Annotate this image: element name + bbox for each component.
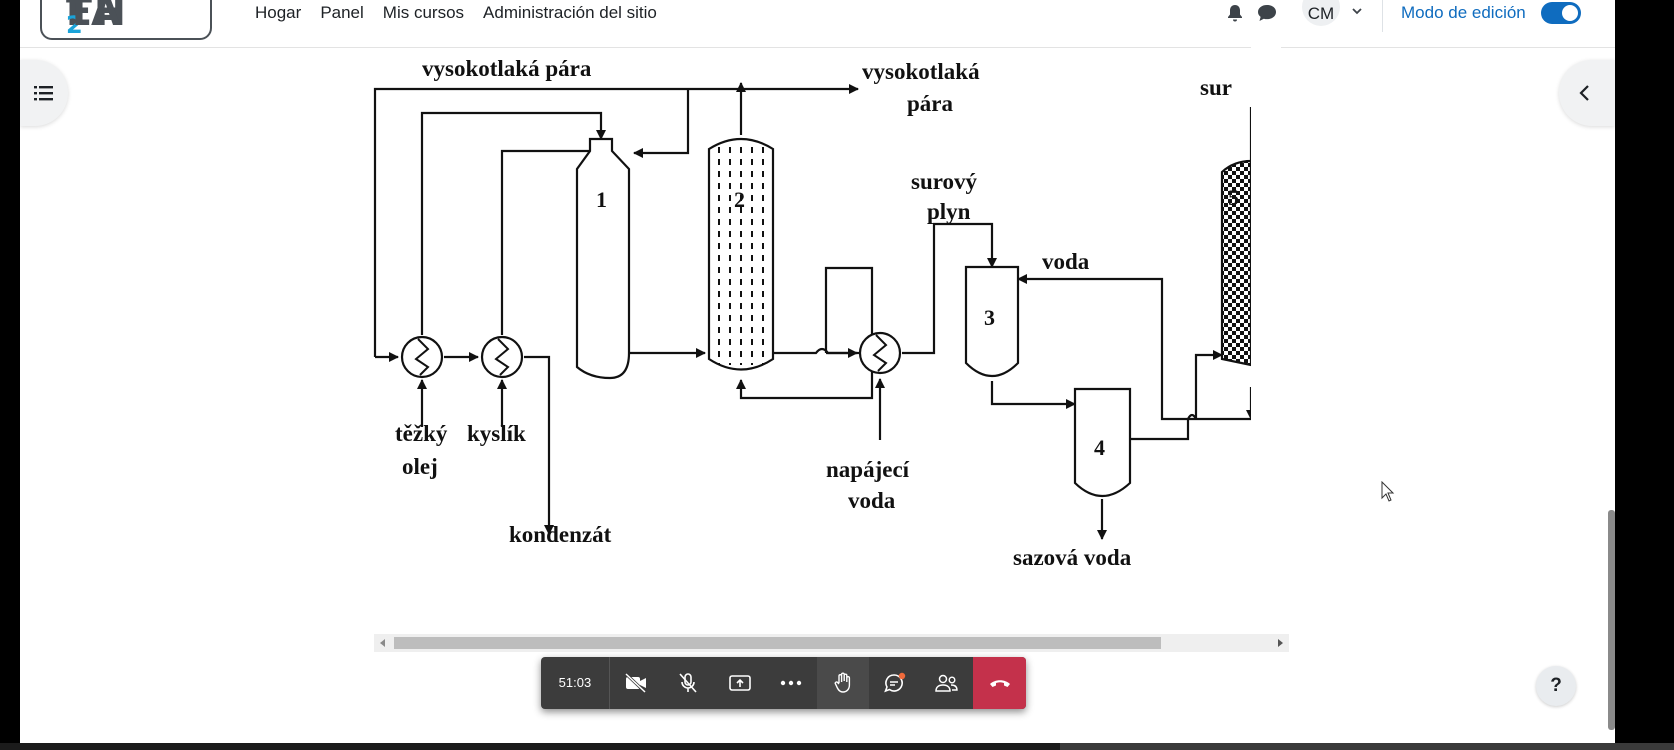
mic-off-icon bbox=[679, 673, 697, 693]
svg-text:pára: pára bbox=[907, 91, 954, 116]
vertical-scrollbar[interactable] bbox=[1608, 510, 1615, 730]
share-screen-button[interactable] bbox=[714, 657, 766, 709]
taskbar-segment bbox=[1060, 743, 1674, 750]
svg-text:kondenzát: kondenzát bbox=[509, 522, 612, 547]
raise-hand-icon bbox=[834, 672, 851, 693]
nav-link-dashboard[interactable]: Panel bbox=[320, 3, 364, 22]
block-drawer-toggle[interactable] bbox=[1559, 60, 1615, 126]
edit-mode-toggle[interactable] bbox=[1541, 2, 1581, 24]
chevron-left-icon bbox=[1579, 85, 1589, 101]
raise-hand-button[interactable] bbox=[817, 657, 870, 709]
svg-text:vysokotlaká pára: vysokotlaká pára bbox=[422, 56, 592, 81]
bell-icon[interactable] bbox=[1225, 3, 1245, 23]
svg-text:voda: voda bbox=[848, 488, 896, 513]
scrollbar-thumb[interactable] bbox=[394, 637, 1161, 649]
camera-toggle-button[interactable] bbox=[610, 657, 662, 709]
exchanger-coils bbox=[414, 334, 888, 376]
svg-text:5: 5 bbox=[1228, 185, 1239, 210]
camera-off-icon bbox=[624, 673, 646, 693]
column-2 bbox=[707, 138, 775, 371]
participants-icon bbox=[935, 674, 958, 692]
column-2-packing bbox=[718, 147, 764, 365]
svg-text:surový: surový bbox=[911, 169, 978, 194]
os-taskbar bbox=[0, 743, 1674, 750]
edit-mode-label: Modo de edición bbox=[1401, 3, 1526, 22]
diagram-text: vysokotlaká pára vysokotlaká pára surový… bbox=[395, 56, 1239, 570]
nav-link-site-admin[interactable]: Administración del sitio bbox=[483, 3, 657, 22]
heat-exchanger-a bbox=[400, 335, 444, 379]
svg-text:sur: sur bbox=[1200, 75, 1232, 100]
diagram-lines bbox=[373, 82, 1256, 540]
diagram-equipment bbox=[400, 137, 1253, 497]
nav-divider bbox=[1382, 0, 1383, 32]
call-timer: 51:03 bbox=[541, 657, 610, 709]
user-avatar[interactable]: CM bbox=[1302, 0, 1340, 26]
svg-text:těžký: těžký bbox=[395, 421, 448, 446]
svg-text:napájecí: napájecí bbox=[826, 457, 910, 482]
hang-up-icon bbox=[989, 680, 1010, 687]
svg-text:3: 3 bbox=[984, 305, 995, 330]
more-options-button[interactable] bbox=[766, 657, 818, 709]
list-icon bbox=[34, 86, 53, 101]
vessel-4 bbox=[1073, 387, 1132, 497]
chat-button[interactable] bbox=[869, 657, 921, 709]
nav-link-my-courses[interactable]: Mis cursos bbox=[382, 3, 465, 22]
vessel-3 bbox=[964, 265, 1020, 377]
vessel-1 bbox=[575, 137, 631, 380]
meeting-control-bar: 51:03 bbox=[541, 657, 1026, 709]
svg-text:vysokotlaká: vysokotlaká bbox=[862, 59, 980, 84]
chevron-down-icon[interactable] bbox=[1350, 4, 1364, 18]
mic-toggle-button[interactable] bbox=[662, 657, 714, 709]
svg-text:voda: voda bbox=[1042, 249, 1090, 274]
svg-text:2: 2 bbox=[734, 187, 745, 212]
heat-exchanger-b bbox=[480, 335, 524, 379]
nav-link-home[interactable]: Hogar bbox=[255, 3, 302, 22]
svg-text:olej: olej bbox=[402, 454, 438, 479]
scroll-right-icon[interactable] bbox=[1273, 636, 1287, 650]
svg-text:sazová voda: sazová voda bbox=[1013, 545, 1132, 570]
participants-button[interactable] bbox=[921, 657, 973, 709]
scroll-left-icon[interactable] bbox=[376, 636, 390, 650]
leave-call-button[interactable] bbox=[973, 657, 1026, 709]
primary-navigation: Hogar Panel Mis cursos Administración de… bbox=[255, 3, 657, 23]
svg-text:1: 1 bbox=[596, 187, 607, 212]
help-button[interactable]: ? bbox=[1536, 666, 1576, 706]
svg-text:plyn: plyn bbox=[927, 199, 971, 224]
svg-text:kyslík: kyslík bbox=[467, 421, 526, 446]
chat-icon bbox=[884, 672, 906, 693]
horizontal-scrollbar[interactable] bbox=[374, 634, 1289, 652]
share-screen-icon bbox=[728, 675, 751, 691]
heat-exchanger-c bbox=[858, 331, 902, 375]
svg-text:4: 4 bbox=[1094, 435, 1105, 460]
process-diagram: vysokotlaká pára vysokotlaká pára surový… bbox=[373, 47, 1281, 625]
message-icon[interactable] bbox=[1256, 3, 1278, 23]
image-crop-edge bbox=[1251, 47, 1281, 625]
more-icon bbox=[781, 680, 802, 686]
mouse-cursor-icon bbox=[1381, 481, 1395, 502]
